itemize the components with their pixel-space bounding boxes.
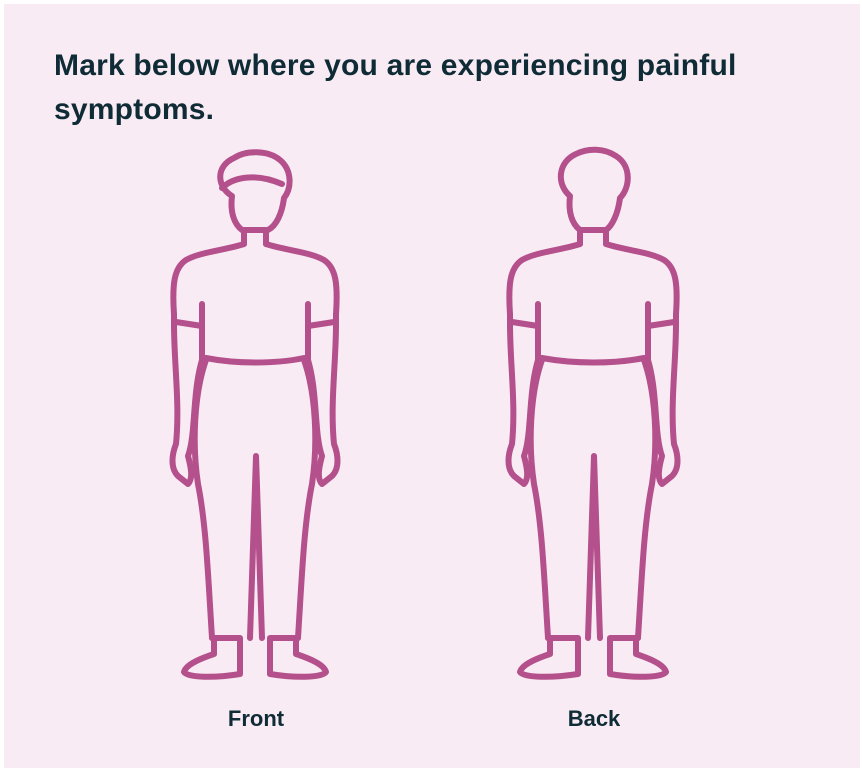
leg-outer-right-front xyxy=(298,360,315,638)
sleeve-left-front xyxy=(176,304,202,360)
body-outline-back[interactable] xyxy=(474,144,714,684)
foot-left-back xyxy=(520,638,578,677)
torso-front xyxy=(173,244,336,324)
body-outline-front[interactable] xyxy=(136,144,376,684)
body-map-card: Mark below where you are experiencing pa… xyxy=(4,4,860,768)
hair-part-front xyxy=(222,177,282,188)
head-back xyxy=(561,150,628,230)
figure-label-back: Back xyxy=(474,706,714,732)
body-figure-front[interactable]: Front xyxy=(136,144,376,744)
waist-back xyxy=(542,358,644,363)
foot-left-front xyxy=(184,638,240,677)
leg-inner-front xyxy=(250,456,262,638)
leg-outer-left-front xyxy=(195,360,212,638)
head-front xyxy=(220,152,289,230)
figure-label-front: Front xyxy=(136,706,376,732)
prompt-heading: Mark below where you are experiencing pa… xyxy=(54,44,774,132)
foot-right-back xyxy=(610,638,666,677)
leg-outer-left-back xyxy=(531,360,548,638)
sleeve-right-front xyxy=(308,304,334,360)
foot-right-front xyxy=(270,638,326,677)
torso-back xyxy=(509,244,676,324)
leg-inner-back xyxy=(588,456,600,638)
body-figure-back[interactable]: Back xyxy=(474,144,714,744)
waist-front xyxy=(206,358,304,363)
sleeve-left-back xyxy=(512,304,538,360)
sleeve-right-back xyxy=(648,304,674,360)
leg-outer-right-back xyxy=(638,360,655,638)
